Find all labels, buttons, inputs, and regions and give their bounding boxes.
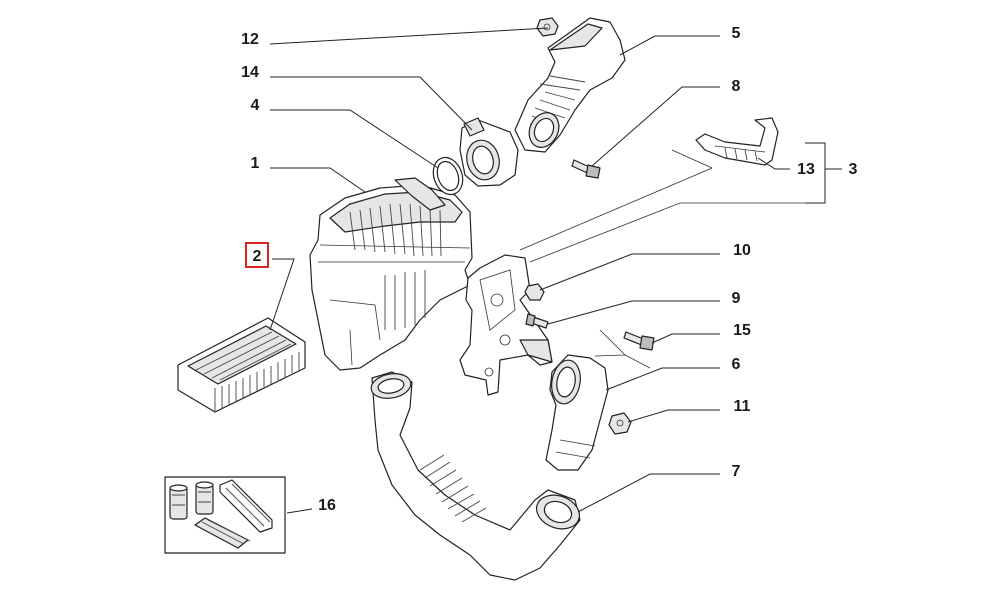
- bolt-9: [525, 313, 549, 329]
- upper-air-duct: [514, 17, 626, 153]
- leader-14: [270, 76, 473, 131]
- callout-8[interactable]: 8: [732, 78, 741, 95]
- air-flow-adapter: [459, 117, 519, 187]
- highlight-box-2: [245, 242, 269, 268]
- leader-16: [286, 508, 313, 514]
- group-line-3c: [529, 202, 805, 263]
- leader-5: [619, 35, 720, 56]
- bolt-15: [623, 331, 655, 351]
- leader-4: [270, 109, 439, 169]
- leader-1: [270, 167, 366, 193]
- callout-7[interactable]: 7: [732, 463, 741, 480]
- leader-lines: [269, 27, 842, 514]
- group-line-6a: [594, 329, 626, 357]
- callout-3[interactable]: 3: [849, 161, 858, 178]
- leader-6: [605, 367, 720, 391]
- leader-3-bracket: [805, 142, 826, 204]
- callout-labels: 12 14 4 1 2 5 8 13 3 10 9 15 6 11 7 16: [241, 25, 857, 514]
- callout-14[interactable]: 14: [241, 64, 259, 81]
- leader-13: [757, 157, 790, 170]
- oil-filter-icon-1: [169, 484, 188, 520]
- leader-15: [651, 333, 720, 344]
- nut-11: [608, 412, 632, 435]
- air-filter-housing: [309, 177, 473, 371]
- leader-11: [627, 409, 720, 423]
- callout-10[interactable]: 10: [733, 242, 751, 259]
- leader-2: [269, 258, 295, 331]
- panel-air-filter: [177, 317, 306, 413]
- leader-12: [269, 27, 549, 45]
- group-line-3a: [671, 149, 713, 169]
- cabin-filter-icon: [194, 517, 251, 549]
- callout-12[interactable]: 12: [241, 31, 259, 48]
- callout-13[interactable]: 13: [797, 161, 815, 178]
- callout-16[interactable]: 16: [318, 497, 336, 514]
- callout-4[interactable]: 4: [251, 97, 260, 114]
- panel-filter-icon: [219, 479, 273, 533]
- callout-11[interactable]: 11: [734, 398, 751, 415]
- leader-10: [539, 253, 720, 291]
- leader-7: [577, 473, 720, 513]
- nut-10: [524, 283, 545, 301]
- callout-5[interactable]: 5: [732, 25, 741, 42]
- lower-intake-hose: [370, 371, 581, 581]
- callout-2[interactable]: 2: [253, 248, 262, 265]
- oil-filter-icon-2: [195, 481, 214, 515]
- screw-8: [571, 159, 601, 179]
- nut-top: [536, 17, 559, 37]
- group-line-6b: [624, 354, 651, 369]
- leader-8: [591, 86, 720, 167]
- callout-6[interactable]: 6: [732, 356, 741, 373]
- filter-kit-inset: [164, 476, 286, 554]
- callout-9[interactable]: 9: [732, 290, 741, 307]
- callout-15[interactable]: 15: [733, 322, 751, 339]
- mounting-bracket: [695, 117, 779, 166]
- seal-ring: [432, 156, 464, 196]
- intake-elbow: [545, 354, 609, 471]
- leader-9: [547, 300, 720, 325]
- group-line-3b: [519, 167, 713, 251]
- callout-1[interactable]: 1: [251, 155, 260, 172]
